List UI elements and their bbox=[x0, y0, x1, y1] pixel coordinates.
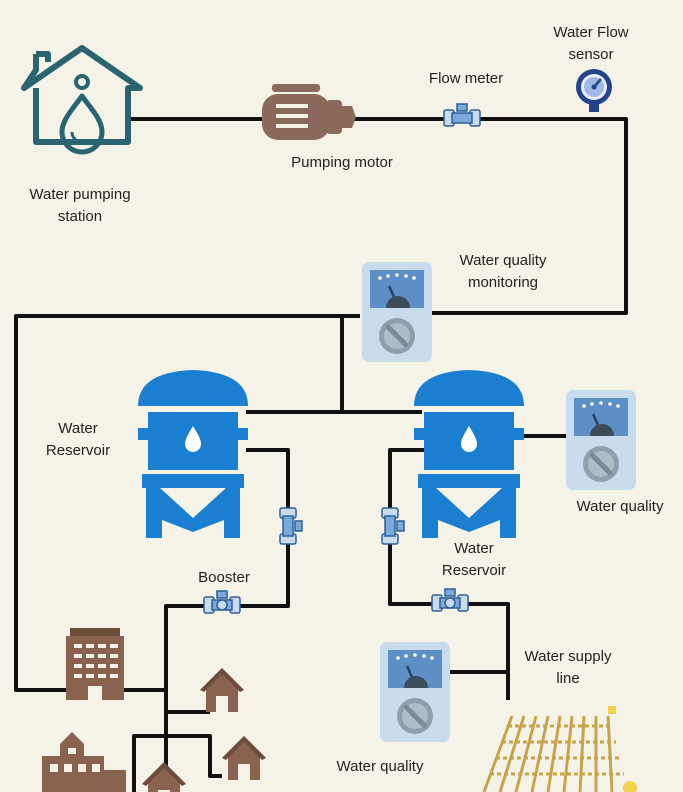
pipe-main-center bbox=[246, 316, 344, 414]
pipe-right-tower-out bbox=[388, 448, 510, 700]
label-water-supply-line: Water supply line bbox=[524, 648, 612, 687]
valve-icon-left-line bbox=[279, 507, 303, 545]
pipe-station-to-sensor bbox=[128, 117, 628, 315]
booster-valve-icon-left bbox=[203, 590, 241, 614]
house-icon-3 bbox=[142, 762, 186, 792]
label-booster: Booster bbox=[198, 569, 250, 586]
label-flow-meter: Flow meter bbox=[428, 70, 504, 87]
label-water-quality-right: Water quality bbox=[576, 498, 664, 515]
valve-icon-right-line bbox=[381, 507, 405, 545]
house-icon-2 bbox=[222, 736, 266, 780]
apartment-building-icon bbox=[42, 732, 126, 792]
label-water-flow-sensor: Water Flow sensor bbox=[553, 24, 629, 63]
valve-icon bbox=[443, 103, 481, 127]
label-pumping-motor: Pumping motor bbox=[291, 154, 393, 171]
pressure-gauge-icon bbox=[576, 69, 612, 112]
farm-field-icon bbox=[482, 706, 637, 792]
water-tower-icon-left bbox=[138, 370, 248, 538]
house-icon-1 bbox=[200, 668, 244, 712]
water-tower-icon-right bbox=[414, 370, 524, 538]
label-water-reservoir-right: Water Reservoir bbox=[441, 540, 507, 579]
label-water-quality-bottom: Water quality bbox=[336, 758, 424, 775]
quality-meter-icon-monitoring bbox=[362, 262, 432, 362]
pipe-network bbox=[14, 117, 628, 792]
pipe-left-tower-out bbox=[164, 448, 290, 772]
label-water-quality-monitoring: Water quality monitoring bbox=[459, 252, 547, 291]
quality-meter-icon-bottom bbox=[380, 642, 450, 742]
label-water-pumping-station: Water pumping station bbox=[29, 186, 131, 225]
pipe-main-left bbox=[14, 314, 360, 692]
pump-motor-icon bbox=[262, 84, 356, 140]
house-water-drop-icon bbox=[21, 45, 143, 155]
label-water-reservoir-left: Water Reservoir bbox=[45, 420, 111, 459]
booster-valve-icon-right bbox=[431, 588, 469, 612]
quality-meter-icon-right bbox=[566, 390, 636, 490]
office-building-icon bbox=[66, 628, 124, 700]
pipe-homes-branch bbox=[132, 710, 222, 792]
